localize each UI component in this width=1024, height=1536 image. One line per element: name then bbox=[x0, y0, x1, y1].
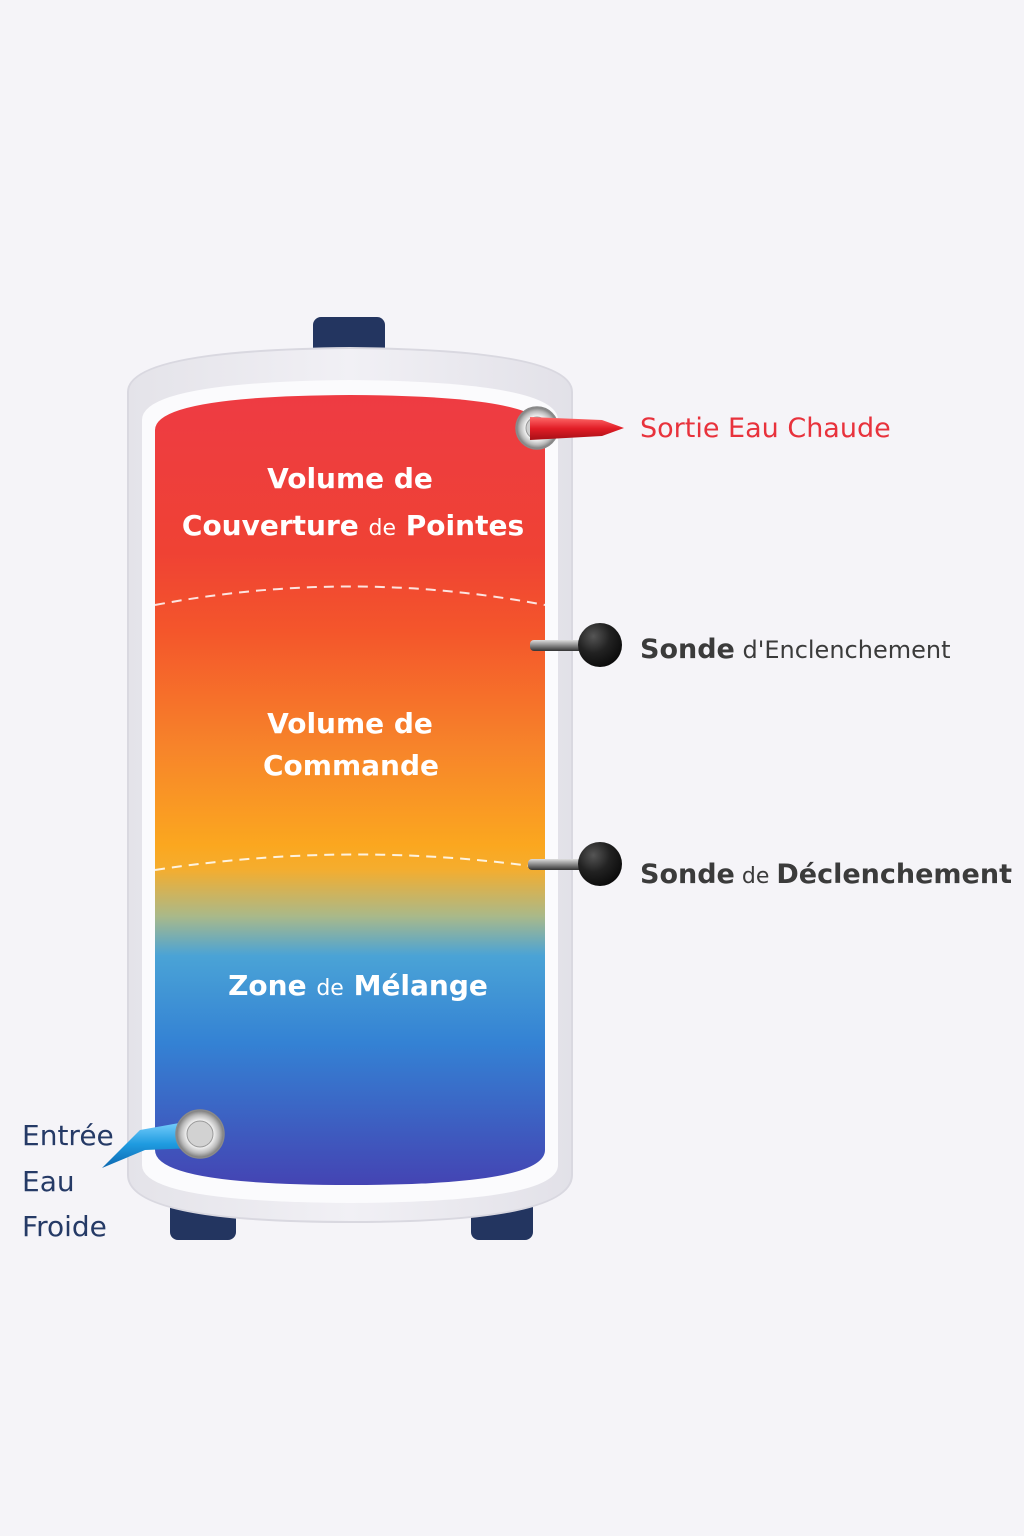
hot-outlet-icon bbox=[515, 406, 624, 450]
sensor-on-label: Sonde d'Enclenchement bbox=[640, 634, 950, 665]
boundary-control-mixing bbox=[154, 853, 546, 871]
sensor-on-icon bbox=[530, 623, 622, 667]
cold-inlet-label-line1: Entrée bbox=[22, 1119, 114, 1152]
sensor-off-label: Sonde de Déclenchement bbox=[640, 859, 1012, 890]
cold-inlet-icon bbox=[102, 1109, 225, 1168]
zone-control-line1: Volume de bbox=[267, 707, 433, 740]
hot-outlet-label: Sortie Eau Chaude bbox=[640, 413, 891, 444]
zone-control-line2: Commande bbox=[263, 749, 439, 782]
zone-peak-line2: Couverture de Pointes bbox=[182, 509, 524, 542]
cold-inlet-label-line2: Eau bbox=[22, 1165, 75, 1198]
zone-mixing-label: Zone de Mélange bbox=[228, 969, 488, 1002]
top-fitting bbox=[313, 317, 385, 357]
zone-peak-line1: Volume de bbox=[267, 462, 433, 495]
boundary-peak-control bbox=[154, 585, 546, 606]
water-volume bbox=[155, 395, 545, 1185]
sensor-off-icon bbox=[528, 842, 622, 886]
cold-inlet-label-line3: Froide bbox=[22, 1210, 107, 1243]
